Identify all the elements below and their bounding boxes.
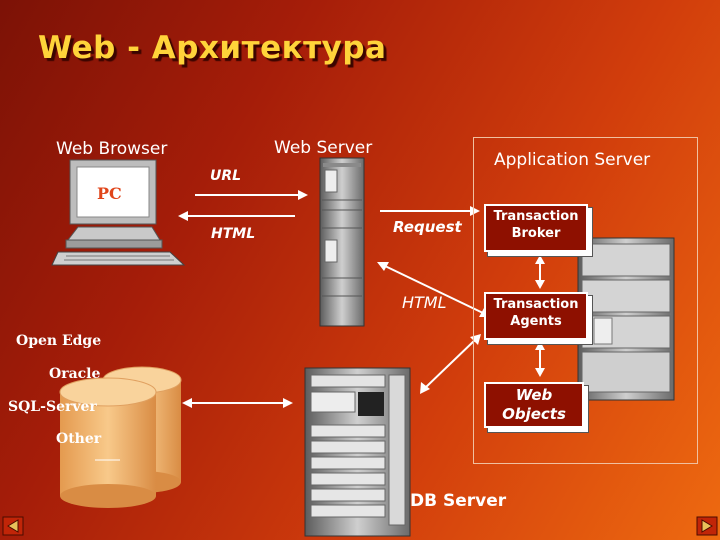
- pc-label: PC: [97, 184, 122, 203]
- database-cylinders-icon: [59, 366, 182, 508]
- transaction-broker-line2: Broker: [511, 226, 561, 241]
- web-objects-box: Web Objects: [484, 382, 584, 428]
- db-to-app-arrow: [420, 334, 481, 394]
- web-server-label: Web Server: [274, 138, 373, 158]
- url-arrow: [195, 190, 308, 200]
- agents-objects-arrow: [535, 341, 545, 377]
- web-objects-line1: Web: [515, 386, 553, 404]
- db-name-sql-server: SQL-Server: [8, 399, 97, 415]
- transaction-agents-line2: Agents: [510, 314, 562, 329]
- next-slide-icon[interactable]: [696, 516, 718, 536]
- db-server-icon: [304, 367, 411, 537]
- transaction-agents-box: Transaction Agents: [484, 292, 588, 340]
- db-link-arrow: [182, 398, 293, 408]
- web-browser-label: Web Browser: [56, 139, 168, 159]
- broker-agents-arrow: [535, 255, 545, 289]
- url-label: URL: [210, 168, 242, 184]
- html-return-arrow: [178, 211, 295, 221]
- web-server-icon: [319, 157, 365, 327]
- transaction-broker-line1: Transaction: [493, 209, 579, 224]
- html-top-label: HTML: [211, 226, 256, 242]
- html-mid-label: HTML: [402, 293, 447, 312]
- application-server-frame: [473, 137, 698, 464]
- web-objects-line2: Objects: [502, 405, 566, 423]
- db-name-oracle: Oracle: [49, 366, 101, 382]
- db-name-other: Other: [56, 431, 102, 447]
- application-server-label: Application Server: [494, 150, 651, 170]
- request-arrow: [380, 206, 480, 216]
- transaction-broker-box: Transaction Broker: [484, 204, 588, 252]
- request-label: Request: [393, 218, 462, 236]
- prev-slide-icon[interactable]: [2, 516, 24, 536]
- transaction-agents-line1: Transaction: [493, 297, 579, 312]
- application-server-icon: [577, 237, 675, 401]
- db-name-open-edge: Open Edge: [16, 333, 102, 349]
- db-server-label: DB Server: [410, 491, 507, 511]
- slide-title: Web - Архитектура: [38, 30, 387, 66]
- pc-computer-icon: [51, 159, 186, 266]
